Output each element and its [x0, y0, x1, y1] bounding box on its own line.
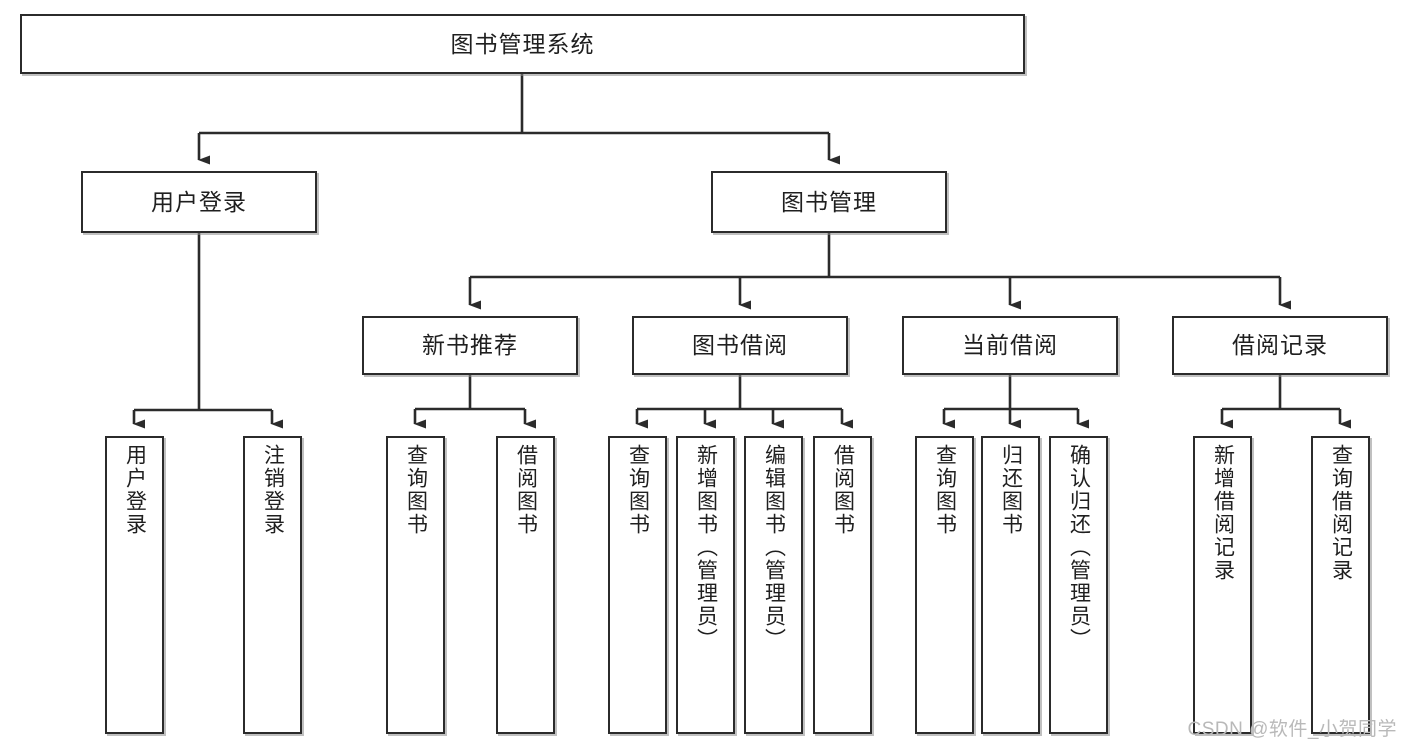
node-label: 用户登录 — [151, 188, 247, 215]
leaf-add-book-admin[interactable]: 新增图书（管理员） — [676, 436, 735, 734]
node-label: 查询图书 — [933, 444, 957, 536]
leaf-borrow-book-recommend[interactable]: 借阅图书 — [496, 436, 555, 734]
node-user-login[interactable]: 用户登录 — [81, 171, 317, 233]
watermark-text: CSDN @软件_小贺同学 — [1187, 719, 1397, 740]
node-borrow-record[interactable]: 借阅记录 — [1172, 316, 1388, 375]
node-book-borrow[interactable]: 图书借阅 — [632, 316, 848, 375]
node-label: 查询图书 — [626, 444, 650, 536]
leaf-logout[interactable]: 注销登录 — [243, 436, 302, 734]
node-label: 新增图书（管理员） — [694, 444, 718, 651]
node-label: 借阅图书 — [831, 444, 855, 536]
node-label: 查询借阅记录 — [1329, 444, 1353, 582]
leaf-user-login[interactable]: 用户登录 — [105, 436, 164, 734]
leaf-borrow-book[interactable]: 借阅图书 — [813, 436, 872, 734]
leaf-query-book-current[interactable]: 查询图书 — [915, 436, 974, 734]
node-label: 归还图书 — [999, 444, 1023, 536]
node-label: 图书借阅 — [692, 332, 788, 359]
node-current-borrow[interactable]: 当前借阅 — [902, 316, 1118, 375]
node-label: 新增借阅记录 — [1211, 444, 1235, 582]
leaf-query-borrow-record[interactable]: 查询借阅记录 — [1311, 436, 1370, 734]
node-label: 查询图书 — [404, 444, 428, 536]
node-label: 编辑图书（管理员） — [762, 444, 786, 651]
leaf-query-book-recommend[interactable]: 查询图书 — [386, 436, 445, 734]
node-book-management[interactable]: 图书管理 — [711, 171, 947, 233]
leaf-confirm-return-admin[interactable]: 确认归还（管理员） — [1049, 436, 1108, 734]
node-new-book-recommend[interactable]: 新书推荐 — [362, 316, 578, 375]
node-label: 注销登录 — [261, 444, 285, 536]
leaf-add-borrow-record[interactable]: 新增借阅记录 — [1193, 436, 1252, 734]
node-label: 新书推荐 — [422, 332, 518, 359]
node-label: 当前借阅 — [962, 332, 1058, 359]
leaf-query-book-borrow[interactable]: 查询图书 — [608, 436, 667, 734]
node-label: 借阅图书 — [514, 444, 538, 536]
leaf-edit-book-admin[interactable]: 编辑图书（管理员） — [744, 436, 803, 734]
node-label: 图书管理系统 — [450, 30, 595, 57]
node-label: 确认归还（管理员） — [1067, 444, 1091, 651]
node-label: 图书管理 — [781, 188, 877, 215]
node-label: 借阅记录 — [1232, 332, 1328, 359]
node-root-book-management-system[interactable]: 图书管理系统 — [20, 14, 1025, 74]
leaf-return-book[interactable]: 归还图书 — [981, 436, 1040, 734]
node-label: 用户登录 — [123, 444, 147, 536]
